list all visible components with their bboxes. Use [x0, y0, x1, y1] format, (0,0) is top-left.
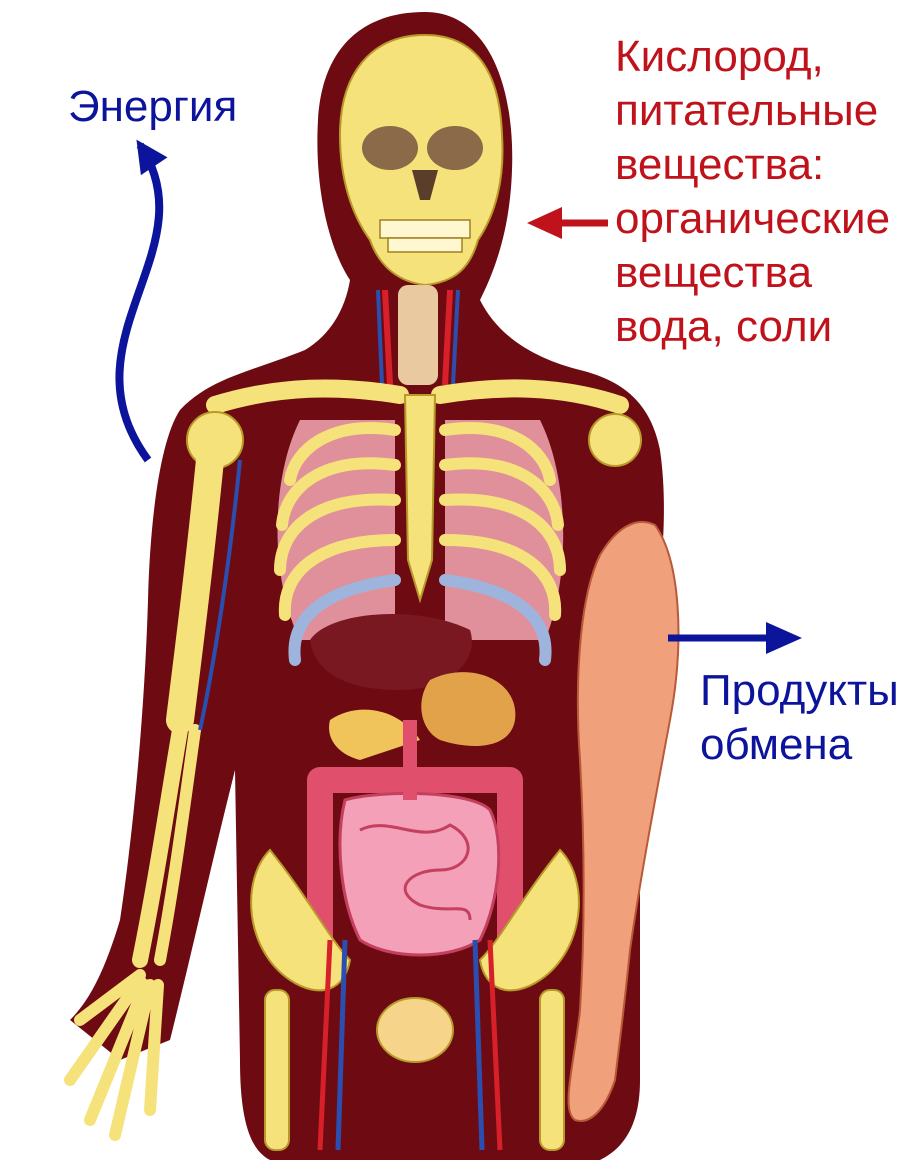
input-substances-label: Кислород, питательные вещества: органиче… [615, 30, 890, 354]
input-line-5: вещества [615, 246, 890, 300]
output-line-1: Продукты [700, 664, 899, 718]
left-femur [265, 990, 289, 1150]
input-line-6: вода, соли [615, 300, 890, 354]
bladder [377, 998, 453, 1062]
finger [150, 985, 158, 1110]
left-arrow-icon [527, 207, 608, 239]
right-eye-socket [427, 126, 483, 170]
input-line-3: вещества: [615, 138, 890, 192]
right-arrow-icon [668, 622, 802, 654]
energy-label: Энергия [68, 80, 237, 134]
lower-teeth [388, 238, 462, 252]
left-arrow-head [527, 207, 562, 239]
right-shoulder-joint [589, 414, 641, 466]
right-arrow-head [766, 622, 802, 654]
upper-teeth [380, 220, 470, 238]
input-line-1: Кислород, [615, 30, 890, 84]
output-line-2: обмена [700, 718, 899, 772]
input-line-4: органические [615, 192, 890, 246]
left-eye-socket [362, 126, 418, 170]
right-femur [540, 990, 564, 1150]
input-line-2: питательные [615, 84, 890, 138]
curved-up-arrow-icon [119, 145, 159, 460]
cervical-spine [398, 285, 438, 385]
metabolic-products-label: Продукты обмена [700, 664, 899, 772]
hand [70, 975, 158, 1135]
